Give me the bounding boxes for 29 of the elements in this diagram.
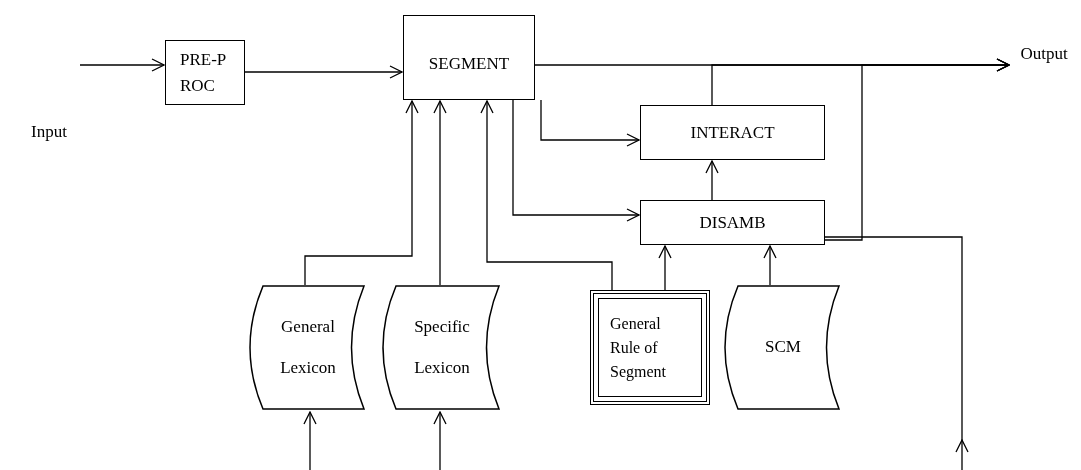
arrow	[433, 100, 447, 286]
node-label: SCM	[765, 336, 801, 359]
input-label: Input	[31, 122, 67, 142]
arrow	[303, 411, 317, 470]
node-label: DISAMB	[699, 212, 766, 233]
output-label: Output	[1020, 44, 1068, 64]
arrow	[824, 58, 1010, 241]
arrow	[433, 411, 447, 470]
process-box	[165, 40, 245, 105]
arrow	[824, 236, 969, 470]
arrow	[79, 58, 165, 72]
arrow	[512, 99, 640, 222]
node-label: PRE-P ROC	[180, 49, 227, 97]
node-label: Specific Lexicon	[413, 315, 471, 379]
arrow	[658, 245, 672, 291]
arrow	[763, 245, 777, 286]
arrow	[244, 65, 403, 79]
process-box	[640, 200, 825, 245]
node-label: INTERACT	[690, 122, 775, 143]
node-label: General Lexicon	[279, 315, 337, 379]
process-box	[640, 105, 825, 160]
arrow	[480, 100, 613, 291]
arrow	[705, 160, 719, 201]
node-label: SEGMENT	[428, 53, 510, 74]
arrow	[540, 99, 640, 147]
arrow	[304, 100, 419, 286]
process-box	[403, 15, 535, 100]
node-label: General Rule of Segment	[610, 313, 667, 383]
double-border-box	[590, 290, 710, 405]
